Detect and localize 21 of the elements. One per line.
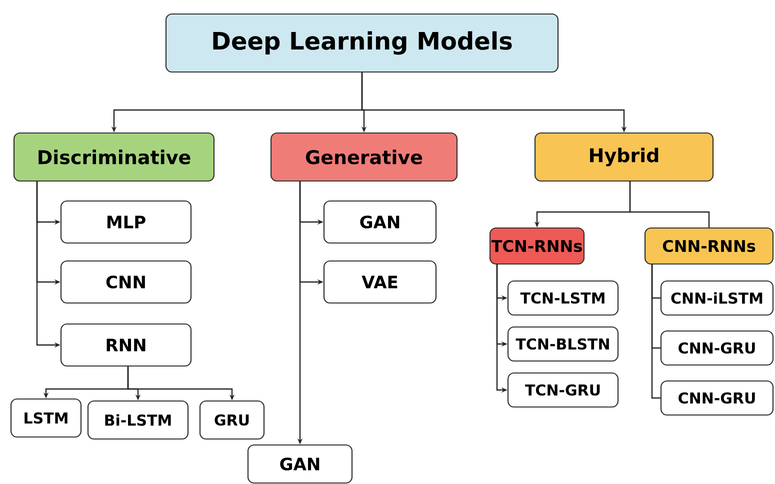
- subcategory-box: TCN-RNNs: [489, 227, 585, 265]
- subcategory-box: CNN-RNNs: [644, 227, 774, 265]
- category-box: Hybrid: [534, 132, 714, 182]
- model-box: VAE: [323, 260, 437, 304]
- title-box: Deep Learning Models: [165, 13, 559, 73]
- model-box: CNN-iLSTM: [660, 280, 774, 316]
- category-box: Discriminative: [13, 132, 215, 182]
- model-box: Bi-LSTM: [87, 400, 189, 440]
- model-box: RNN: [60, 323, 192, 367]
- model-box: GRU: [199, 400, 265, 440]
- model-box: TCN-GRU: [507, 372, 619, 408]
- model-box: MLP: [60, 200, 192, 244]
- model-box: LSTM: [10, 398, 82, 438]
- category-box: Generative: [270, 132, 458, 182]
- model-box: GAN: [247, 444, 353, 484]
- model-box: CNN: [60, 260, 192, 304]
- model-box: TCN-BLSTN: [507, 326, 619, 362]
- model-box: CNN-GRU: [660, 380, 774, 416]
- model-box: CNN-GRU: [660, 330, 774, 366]
- model-box: GAN: [323, 200, 437, 244]
- model-box: TCN-LSTM: [507, 280, 619, 316]
